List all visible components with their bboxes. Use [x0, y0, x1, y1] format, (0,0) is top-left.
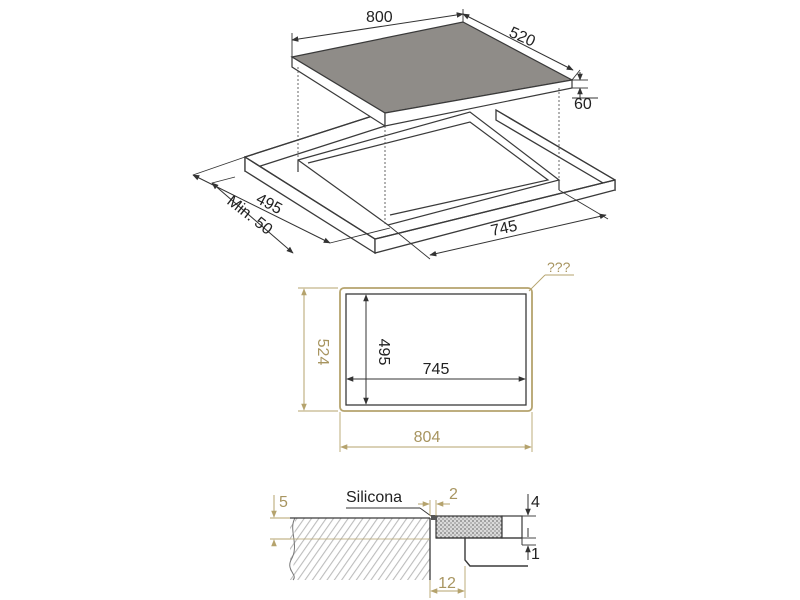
dim-section-bottom-label: 12: [438, 575, 456, 592]
dim-section-gap: 2: [418, 486, 458, 516]
dim-hob-height-label: 60: [574, 96, 592, 113]
dim-plan-inner-depth-label: 495: [375, 339, 392, 366]
dim-section-right-top-label: 4: [531, 494, 540, 511]
section-detail: 5 Silicona 2 4 1: [270, 486, 540, 598]
dim-hob-depth-label: 520: [506, 24, 537, 50]
dim-hob-height: 60: [572, 72, 598, 113]
dim-hob-depth: 520: [462, 13, 581, 81]
silicone-seal: [431, 515, 437, 520]
dim-section-bottom: 12: [429, 566, 466, 598]
dim-plan-inner-width: 745: [346, 361, 526, 382]
isometric-view: 800 520 60 495 Min. 50: [192, 9, 616, 260]
dim-plan-outer-depth: 524: [298, 287, 338, 412]
corner-radius-note-label: ???: [547, 259, 571, 275]
hob-glass-section: [435, 515, 503, 539]
dim-plan-inner-depth: 495: [363, 294, 392, 405]
dim-cutout-width: 745: [387, 189, 609, 260]
cutout-opening: [297, 111, 561, 226]
dim-section-right: 4 1: [522, 494, 540, 563]
countertop-top-surface: [244, 109, 616, 240]
dim-section-left-label: 5: [279, 494, 288, 511]
cutout-plan: 524 804 495 745 ???: [298, 259, 574, 452]
corner-radius-note: ???: [528, 259, 574, 292]
silicone-callout-label: Silicona: [346, 489, 402, 506]
dim-hob-width-label: 800: [366, 9, 393, 26]
projection-lines: [297, 67, 560, 225]
dim-section-right-bottom-label: 1: [531, 546, 540, 563]
hob-body: [464, 538, 528, 567]
worktop-section: [290, 518, 430, 580]
silicone-callout: Silicona: [346, 489, 432, 517]
dim-section-gap-label: 2: [449, 486, 458, 503]
dim-plan-outer-width: 804: [339, 412, 533, 452]
dim-cutout-width-label: 745: [489, 218, 519, 240]
plan-inner-cutout: [345, 293, 527, 406]
dim-section-left: 5: [270, 494, 290, 547]
dim-plan-outer-depth-label: 524: [314, 339, 331, 366]
dim-plan-inner-width-label: 745: [423, 361, 450, 378]
dim-plan-outer-width-label: 804: [414, 429, 441, 446]
